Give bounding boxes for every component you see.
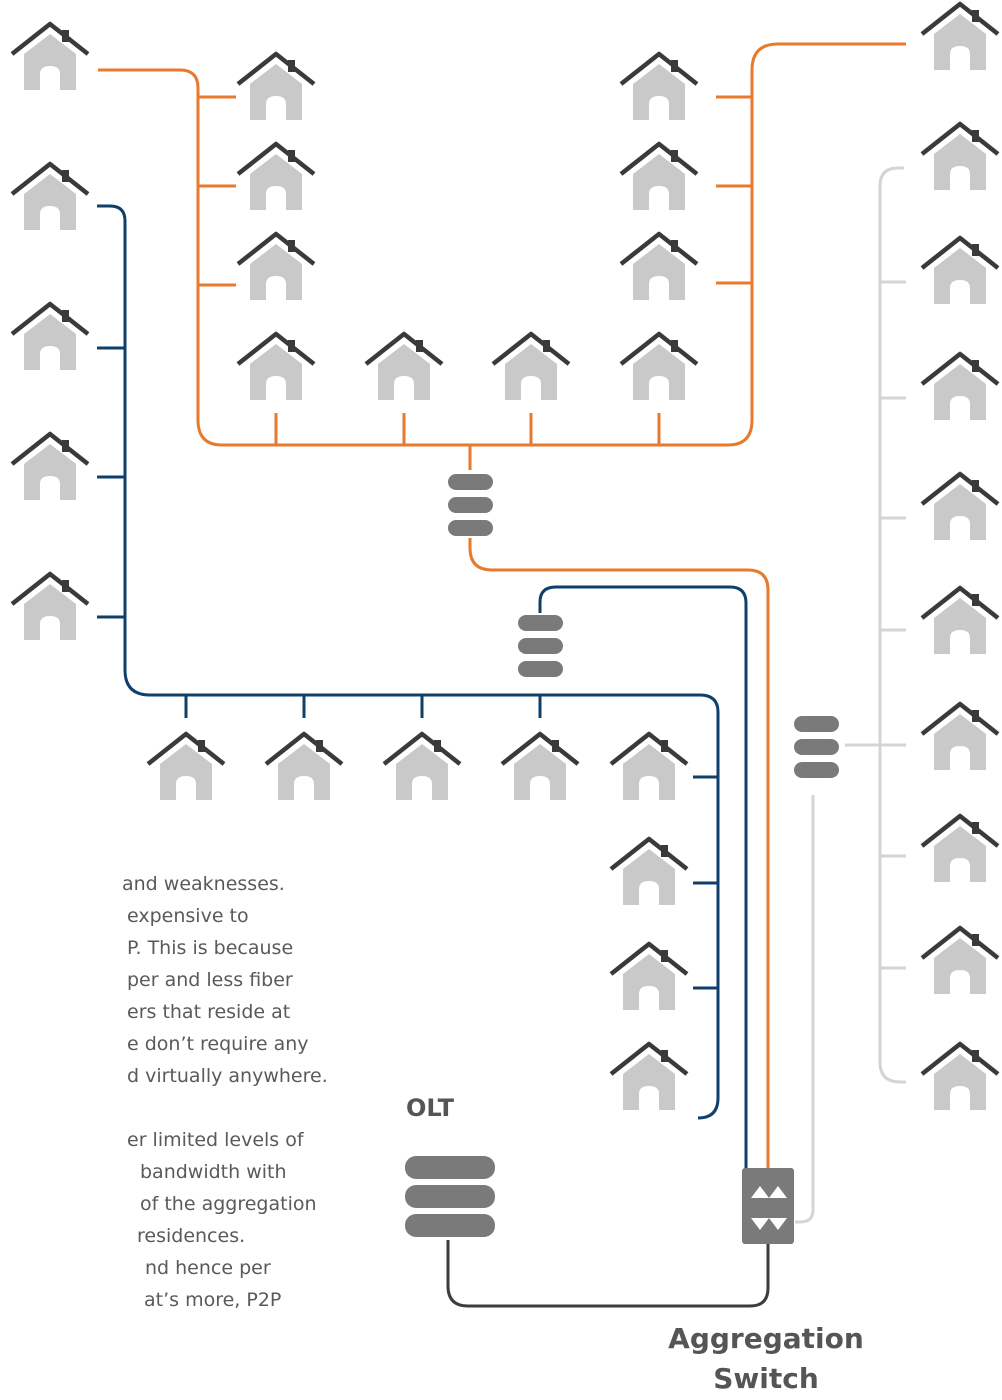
aggregation-switch-label-line2: Switch <box>713 1362 819 1395</box>
body-text-line: of the aggregation <box>140 1193 317 1215</box>
house-icon <box>920 235 1000 304</box>
house-icon <box>10 161 90 230</box>
house-icon <box>382 731 462 800</box>
house-icon <box>10 431 90 500</box>
house-icon <box>236 141 316 210</box>
house-icon <box>920 1 1000 70</box>
olt-label: OLT <box>405 1094 455 1122</box>
body-text-line: nd hence per <box>145 1257 271 1279</box>
house-icon <box>10 301 90 370</box>
house-icon <box>920 351 1000 420</box>
house-icon <box>920 813 1000 882</box>
splitter-icon <box>448 474 493 536</box>
body-text-line: per and less fiber <box>127 969 293 991</box>
house-icon <box>364 331 444 400</box>
house-icon <box>236 331 316 400</box>
house-icon <box>609 731 689 800</box>
body-text-line: er limited levels of <box>127 1129 304 1151</box>
body-text-line: e don’t require any <box>127 1033 309 1055</box>
house-icon <box>920 585 1000 654</box>
house-icon <box>500 731 580 800</box>
splitter-icon <box>518 615 563 677</box>
house-icon <box>619 141 699 210</box>
splitter-icon <box>794 716 839 778</box>
house-icon <box>609 941 689 1010</box>
body-text-line: ers that reside at <box>127 1001 291 1023</box>
orange-fiber-network <box>98 42 906 1170</box>
house-icon <box>619 51 699 120</box>
house-icon <box>10 571 90 640</box>
aggregation-switch-label-line1: Aggregation <box>668 1322 864 1355</box>
body-text-line: at’s more, P2P <box>144 1289 282 1311</box>
navy-fiber-network <box>97 204 748 1170</box>
house-icon <box>146 731 226 800</box>
house-icon <box>236 51 316 120</box>
house-icon <box>10 21 90 90</box>
aggregation-switch-icon <box>742 1168 794 1244</box>
houses <box>10 1 1000 1110</box>
house-icon <box>920 121 1000 190</box>
olt-icon <box>405 1156 495 1237</box>
body-text-line: d virtually anywhere. <box>127 1065 328 1087</box>
house-icon <box>491 331 571 400</box>
gray-fiber-network <box>795 166 906 1224</box>
house-icon <box>609 836 689 905</box>
body-text-line: bandwidth with <box>140 1161 287 1183</box>
house-icon <box>236 231 316 300</box>
body-text-line: and weaknesses. <box>122 873 285 895</box>
body-text-line: residences. <box>137 1225 246 1247</box>
house-icon <box>619 331 699 400</box>
body-text-line: expensive to <box>127 905 249 927</box>
house-icon <box>920 925 1000 994</box>
house-icon <box>264 731 344 800</box>
house-icon <box>920 471 1000 540</box>
house-icon <box>920 1041 1000 1110</box>
house-icon <box>619 231 699 300</box>
house-icon <box>609 1041 689 1110</box>
body-text-line: P. This is because <box>127 937 294 959</box>
olt-switch-link <box>446 1240 770 1308</box>
house-icon <box>920 701 1000 770</box>
